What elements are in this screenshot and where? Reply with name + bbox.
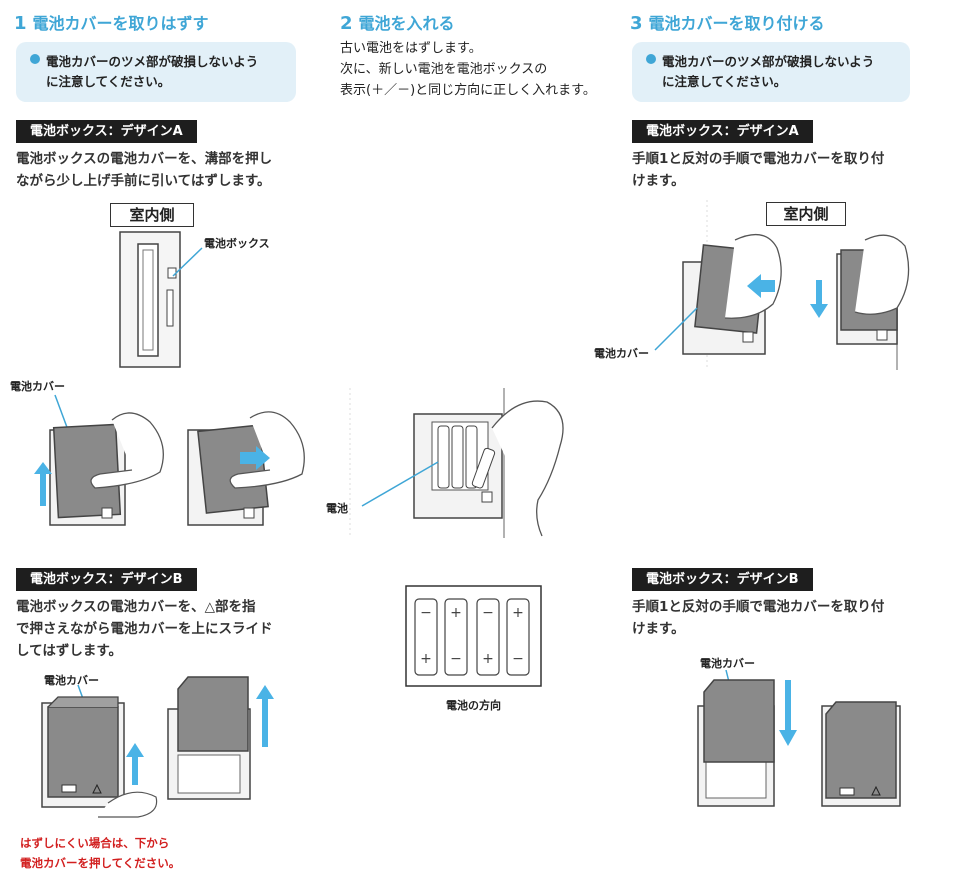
up-arrow-icon bbox=[126, 743, 144, 785]
svg-text:−: − bbox=[450, 651, 462, 667]
leader-line bbox=[172, 247, 203, 277]
right-arrow-icon bbox=[240, 446, 270, 470]
indoor-side-label: 室内側 bbox=[766, 202, 846, 226]
step3-design-a-header: 電池ボックス：デザインA bbox=[632, 120, 813, 143]
design-b-cover-label: 電池カバー bbox=[700, 657, 755, 670]
design-b-removal-illustration bbox=[41, 676, 274, 818]
step-number-icon: 1 bbox=[14, 13, 27, 34]
battery-box-label: 電池ボックス bbox=[204, 237, 270, 250]
indoor-side-label: 室内側 bbox=[110, 203, 194, 227]
up-arrow-icon bbox=[34, 462, 52, 506]
bullet-dot-icon bbox=[30, 54, 40, 64]
battery-label: 電池 bbox=[326, 502, 348, 515]
battery-cover-label: 電池カバー bbox=[10, 380, 65, 393]
svg-text:+: + bbox=[482, 651, 494, 667]
step3-design-a-text: 手順1と反対の手順で電池カバーを取り付 けます。 bbox=[632, 151, 885, 189]
step3-note: 電池カバーのツメ部が破損しないよう に注意してください。 bbox=[632, 42, 910, 102]
battery-direction-diagram: − + + − − + + − bbox=[405, 585, 542, 687]
svg-text:−: − bbox=[420, 605, 432, 621]
design-b-cover-label: 電池カバー bbox=[44, 674, 99, 687]
design-b-attach-illustration bbox=[697, 669, 901, 807]
battery-insert-illustration bbox=[349, 388, 564, 538]
step1-design-b-text: 電池ボックスの電池カバーを、△部を指 で押さえながら電池カバーを上にスライド し… bbox=[16, 599, 273, 659]
battery-direction-label: 電池の方向 bbox=[446, 699, 501, 712]
step1-note: 電池カバーのツメ部が破損しないよう に注意してください。 bbox=[16, 42, 296, 102]
battery-cover-label: 電池カバー bbox=[594, 347, 649, 360]
left-arrow-icon bbox=[747, 274, 775, 298]
svg-text:−: − bbox=[512, 651, 524, 667]
step1-design-a-header: 電池ボックス：デザインA bbox=[16, 120, 197, 143]
step-number-icon: 2 bbox=[340, 13, 353, 34]
door-panel-illustration bbox=[119, 231, 181, 368]
warning-text: はずしにくい場合は、下から 電池カバーを押してください。 bbox=[20, 836, 181, 870]
step2-text: 古い電池をはずします。 次に、新しい電池を電池ボックスの 表示(＋／－)と同じ方… bbox=[340, 41, 596, 98]
step1-design-b-header: 電池ボックス：デザインB bbox=[16, 568, 197, 591]
up-arrow-icon bbox=[256, 685, 274, 747]
bullet-dot-icon bbox=[646, 54, 656, 64]
step-number-icon: 3 bbox=[630, 13, 643, 34]
down-arrow-icon bbox=[810, 280, 828, 318]
design-a-attach-illustration bbox=[654, 200, 910, 370]
svg-text:+: + bbox=[450, 605, 462, 621]
step3-design-b-text: 手順1と反対の手順で電池カバーを取り付 けます。 bbox=[632, 599, 885, 637]
step1-design-a-text: 電池ボックスの電池カバーを、溝部を押し ながら少し上げ手前に引いてはずします。 bbox=[16, 151, 273, 189]
svg-text:−: − bbox=[482, 605, 494, 621]
svg-text:+: + bbox=[512, 605, 524, 621]
svg-text:+: + bbox=[420, 651, 432, 667]
step3-design-b-header: 電池ボックス：デザインB bbox=[632, 568, 813, 591]
design-a-removal-illustration bbox=[34, 394, 305, 526]
down-arrow-icon bbox=[779, 680, 797, 746]
